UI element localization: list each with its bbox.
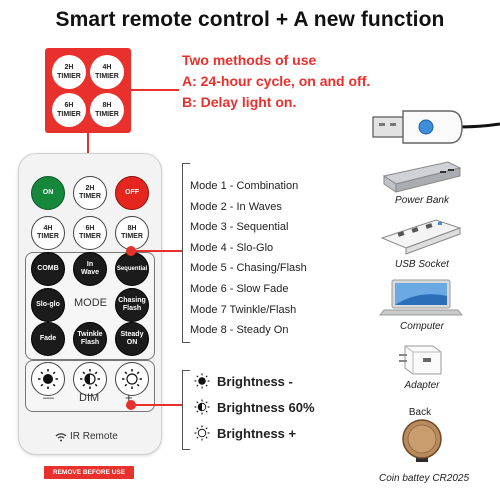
computer-label: Computer	[400, 321, 444, 332]
mode-3: Mode 3 - Sequential	[190, 221, 289, 234]
mode-list: Mode 1 - Combination Mode 2 - In Waves M…	[190, 176, 307, 341]
mode-callout-dot	[126, 246, 136, 256]
battery-back-label: Back	[408, 407, 432, 418]
brightness-half-icon	[80, 369, 100, 389]
off-button[interactable]: OFF	[115, 176, 149, 210]
mode-6: Mode 6 - Slow Fade	[190, 282, 289, 295]
wifi-signal-icon	[55, 432, 67, 441]
brightness-half-icon	[194, 399, 210, 415]
mode-callout-line	[130, 250, 182, 252]
brightness-high-label: Brightness +	[217, 425, 297, 441]
adapter-image	[395, 340, 447, 378]
brightness-half-label: Brightness 60%	[217, 399, 315, 415]
power-bank-label: Power Bank	[395, 195, 449, 206]
mode-2: Mode 2 - In Waves	[190, 200, 282, 213]
methods-callout-line	[131, 89, 179, 91]
coin-battery-label: Coin battey CR2025	[378, 473, 470, 484]
mode-5: Mode 5 - Chasing/Flash	[190, 262, 307, 275]
page-title: Smart remote control + A new function	[55, 8, 445, 31]
remove-before-use-tab[interactable]: REMOVE BEFORE USE	[44, 466, 134, 479]
brightness-up-button[interactable]	[115, 362, 149, 396]
minus-label: —	[43, 392, 54, 404]
brightness-callout-line	[130, 404, 182, 406]
slo-glo-button[interactable]: Slo-glo	[31, 288, 65, 322]
usb-socket-image	[378, 214, 464, 256]
plus-label: +	[125, 390, 133, 405]
mode-8: Mode 8 - Steady On	[190, 324, 289, 337]
brightness-low-label: Brightness -	[217, 373, 293, 389]
coin-battery-image	[400, 418, 444, 462]
brightness-high-icon	[194, 425, 210, 441]
brightness-high-row: Brightness +	[193, 424, 296, 442]
ir-remote-label: IR Remote	[55, 431, 118, 442]
mode-4: Mode 4 - Slo-Glo	[190, 241, 274, 254]
methods-heading: Two methods of use	[182, 52, 317, 68]
brightness-callout-dot	[126, 400, 136, 410]
computer-image	[378, 278, 464, 318]
brightness-low-row: Brightness -	[193, 372, 293, 390]
fade-button[interactable]: Fade	[31, 322, 65, 356]
method-a: A: 24-hour cycle, on and off.	[182, 73, 371, 89]
brightness-60-button[interactable]	[73, 362, 107, 396]
brightness-bracket	[182, 370, 190, 450]
brightness-high-icon	[122, 369, 142, 389]
sequential-button[interactable]: Sequential	[115, 252, 149, 286]
usb-plug-icon	[372, 110, 500, 144]
on-button[interactable]: ON	[31, 176, 65, 210]
mode-7: Mode 7 Twinkle/Flash	[190, 303, 297, 316]
mode-1: Mode 1 - Combination	[190, 180, 299, 192]
mode-label: MODE	[74, 297, 107, 309]
power-bank-image	[378, 156, 464, 194]
brightness-down-button[interactable]	[31, 362, 65, 396]
adapter-label: Adapter	[404, 380, 440, 391]
brightness-half-row: Brightness 60%	[193, 398, 315, 416]
method-b: B: Delay light on.	[182, 94, 297, 110]
brightness-low-icon	[194, 373, 210, 389]
comb-button[interactable]: COMB	[31, 252, 65, 286]
methods-block: Two methods of use A: 24-hour cycle, on …	[182, 50, 370, 113]
brightness-low-icon	[38, 369, 58, 389]
dim-label: DIM	[79, 392, 100, 404]
mode-bracket	[182, 163, 190, 343]
usb-socket-label: USB Socket	[395, 259, 449, 270]
